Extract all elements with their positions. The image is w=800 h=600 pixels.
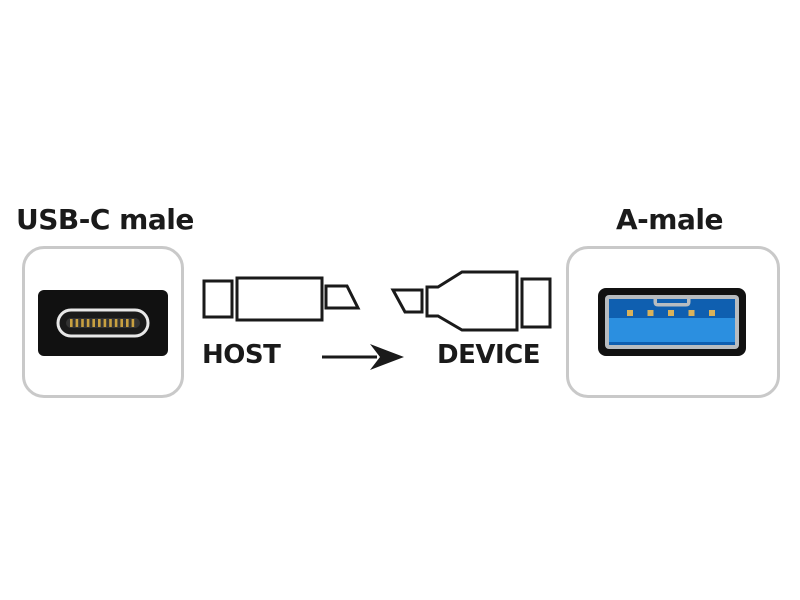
a-male-title: A-male [616, 203, 723, 236]
usb-a-port-icon [598, 288, 746, 356]
usb-c-pin [75, 319, 79, 327]
usb-a-pin [709, 310, 715, 316]
usb-a-pins [627, 310, 715, 316]
usb-a-pin [668, 310, 674, 316]
usb-c-port-icon [38, 290, 168, 356]
usb-c-pin [109, 319, 112, 327]
usb-c-plug-outline-icon [202, 276, 361, 322]
usb-c-pin [86, 319, 90, 327]
usb-c-pins [70, 319, 135, 327]
usb-c-pin [81, 319, 84, 327]
usb-c-pin [114, 319, 118, 327]
usb-c-pin [131, 319, 135, 327]
host-label: HOST [202, 340, 281, 370]
usb-a-pin [688, 310, 695, 316]
usb-c-pin [92, 319, 95, 327]
usb-c-pin [126, 319, 129, 327]
usb-a-pin [627, 310, 633, 316]
device-label: DEVICE [437, 340, 540, 370]
usb-a-plug-outline-icon [390, 270, 552, 332]
right-arrow-icon [322, 344, 404, 370]
usb-c-male-title: USB-C male [16, 203, 194, 236]
usb-a-pin [647, 310, 654, 316]
usb-c-pin [98, 319, 101, 327]
usb-c-pin [103, 319, 107, 327]
usb-c-pin [70, 319, 73, 327]
usb-c-pin [120, 319, 123, 327]
